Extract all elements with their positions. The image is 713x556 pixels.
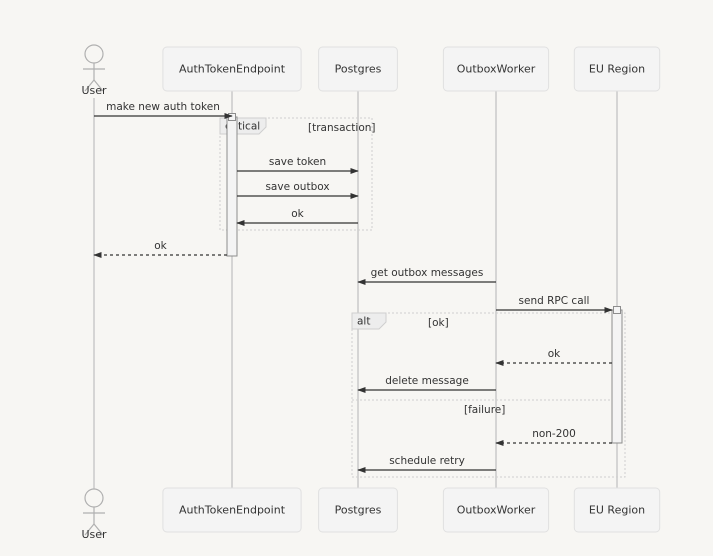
participant-box[interactable]	[442, 46, 550, 92]
participant-label: AuthTokenEndpoint	[179, 504, 286, 517]
participant-box[interactable]	[573, 46, 661, 92]
participant-box[interactable]	[162, 487, 302, 533]
message-label: make new auth token	[106, 101, 220, 113]
participant-eu-bottom[interactable]: EU Region	[573, 487, 661, 533]
message-m1: make new auth token	[94, 101, 233, 120]
message-label: ok	[548, 348, 561, 360]
fragment-border	[351, 312, 626, 478]
activation-bar-eu	[611, 309, 623, 444]
actor-label: User	[81, 84, 107, 97]
actor-leg-left	[84, 79, 95, 92]
actor-leg-left	[84, 523, 95, 536]
message-label: ok	[291, 208, 304, 220]
fragment-tab	[351, 312, 387, 330]
message-label: save outbox	[265, 181, 329, 193]
message-m4: ok	[236, 208, 358, 227]
message-label: save token	[269, 156, 326, 168]
participant-auth-bottom[interactable]: AuthTokenEndpoint	[162, 487, 302, 533]
participant-box[interactable]	[162, 46, 302, 92]
actor-leg-right	[93, 523, 104, 536]
message-m3: save outbox	[237, 181, 359, 200]
participant-label: Postgres	[335, 504, 382, 517]
participant-worker-top[interactable]: OutboxWorker	[442, 46, 550, 92]
fragment-condition-label: [ok]	[428, 317, 449, 329]
message-m11: schedule retry	[357, 455, 496, 474]
message-label: ok	[154, 240, 167, 252]
participant-pg-top[interactable]: Postgres	[318, 46, 398, 92]
participants-layer: UserUserAuthTokenEndpointAuthTokenEndpoi…	[81, 44, 661, 541]
participant-label: AuthTokenEndpoint	[179, 63, 286, 76]
participant-box[interactable]	[318, 487, 398, 533]
message-m5: ok	[93, 240, 227, 259]
messages-layer: make new auth token save token save outbox…	[93, 101, 613, 474]
actor-figure-bottom: User	[81, 488, 107, 541]
fragment-border	[219, 117, 373, 231]
message-label: send RPC call	[519, 295, 590, 307]
message-m10: non-200	[495, 428, 612, 447]
message-label: delete message	[385, 375, 469, 387]
participant-box[interactable]	[318, 46, 398, 92]
activation-bar-auth	[226, 116, 238, 257]
participant-label: EU Region	[589, 63, 645, 76]
participant-label: OutboxWorker	[457, 504, 536, 517]
participant-box[interactable]	[442, 487, 550, 533]
message-m6: get outbox messages	[357, 267, 496, 286]
actor-leg-right	[93, 79, 104, 92]
activation-start-cap-eu	[613, 306, 621, 314]
message-label: get outbox messages	[371, 267, 484, 279]
fragment-alt-condition-label: [failure]	[464, 404, 505, 416]
participant-eu-top[interactable]: EU Region	[573, 46, 661, 92]
message-m2: save token	[237, 156, 359, 175]
participant-worker-bottom[interactable]: OutboxWorker	[442, 487, 550, 533]
actor-head-icon	[84, 488, 104, 508]
fragment-alt: alt [ok] [failure]	[351, 312, 626, 478]
actor-head-icon	[84, 44, 104, 64]
message-label: non-200	[532, 428, 576, 440]
activation-start-cap-auth	[228, 113, 236, 121]
fragment-operator-label: alt	[357, 316, 370, 328]
message-m7: send RPC call	[496, 295, 613, 314]
participant-auth-top[interactable]: AuthTokenEndpoint	[162, 46, 302, 92]
participant-pg-bottom[interactable]: Postgres	[318, 487, 398, 533]
fragment-condition-label: [transaction]	[308, 122, 376, 134]
message-label: schedule retry	[389, 455, 465, 467]
participant-label: OutboxWorker	[457, 63, 536, 76]
participant-label: Postgres	[335, 63, 382, 76]
message-m8: ok	[495, 348, 612, 367]
participant-label: EU Region	[589, 504, 645, 517]
actor-label: User	[81, 528, 107, 541]
actor-figure-top: User	[81, 44, 107, 97]
message-m9: delete message	[357, 375, 496, 394]
participant-box[interactable]	[573, 487, 661, 533]
